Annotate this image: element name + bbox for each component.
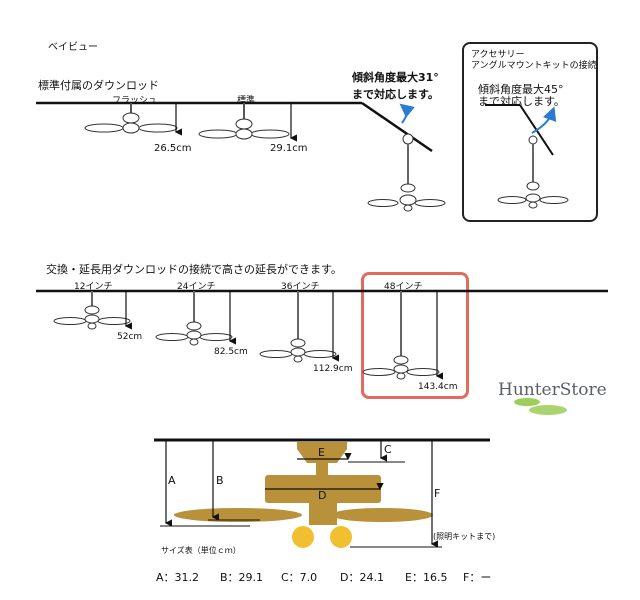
accessory-title-line2: アングルマウントキットの接続 <box>471 61 597 71</box>
fan-icon-standard <box>198 103 297 142</box>
brand-logo-text: HunterStore <box>498 380 607 400</box>
fan-icon-rod-36 <box>259 291 339 363</box>
fan-label-standard: 標準 <box>237 96 256 106</box>
length-standard: 29.1cm <box>270 143 308 154</box>
ceiling-line-section1 <box>36 101 433 153</box>
rod-length-12: 52cm <box>117 332 143 342</box>
rod-label-12: 12インチ <box>74 282 113 292</box>
size-value-c: C：7.0 <box>281 571 318 584</box>
page-title: ベイビュー <box>48 42 98 53</box>
size-value-d: D：24.1 <box>340 571 384 584</box>
dim-label-e: E <box>318 446 325 459</box>
fan-icon-angle-mount <box>485 104 569 209</box>
dim-label-b: B <box>216 474 224 487</box>
highlight-box-48 <box>361 272 469 399</box>
section2-title: 交換・延長用ダウンロッドの接続で高さの延長ができます。 <box>46 263 342 276</box>
lighting-kit-note: (照明キットまで) <box>433 532 496 541</box>
brand-leaf-icon <box>514 398 567 415</box>
accessory-box <box>462 42 598 222</box>
dim-label-c: C <box>384 443 392 456</box>
rod-length-48: 143.4cm <box>418 382 458 392</box>
rod-label-48: 48インチ <box>384 282 423 292</box>
accessory-note-line1: 傾斜角度最大45° <box>478 83 564 96</box>
accessory-title-line1: アクセサリー <box>471 50 525 60</box>
size-value-b: B：29.1 <box>220 571 264 584</box>
dimension-diagram <box>154 438 490 548</box>
fan-icon-flush <box>84 103 182 136</box>
size-value-e: E：16.5 <box>405 571 448 584</box>
rod-length-24: 82.5cm <box>214 347 248 357</box>
fan-label-flush: フラッシュ <box>112 96 158 106</box>
fan-icon-rod-12 <box>53 291 132 330</box>
rod-label-36: 36インチ <box>281 282 320 292</box>
dim-label-a: A <box>168 474 176 487</box>
size-table-label: サイズ表（単位ｃｍ） <box>161 546 241 555</box>
section1-title: 標準付属のダウンロッド <box>38 79 159 92</box>
dim-label-f: F <box>434 487 441 500</box>
size-value-a: A：31.2 <box>156 571 200 584</box>
length-flush: 26.5cm <box>154 143 192 154</box>
slope-note-line1: 傾斜角度最大31° <box>352 71 439 84</box>
rod-label-24: 24インチ <box>177 282 216 292</box>
fan-icon-sloped <box>367 103 446 212</box>
size-value-f: F：ー <box>463 571 492 584</box>
dim-label-d: D <box>318 489 327 502</box>
fan-icon-rod-24 <box>155 291 236 346</box>
fan-icon-rod-48 <box>362 291 443 380</box>
slope-note-line2: まで対応します。 <box>352 88 439 101</box>
rod-length-36: 112.9cm <box>313 364 353 374</box>
